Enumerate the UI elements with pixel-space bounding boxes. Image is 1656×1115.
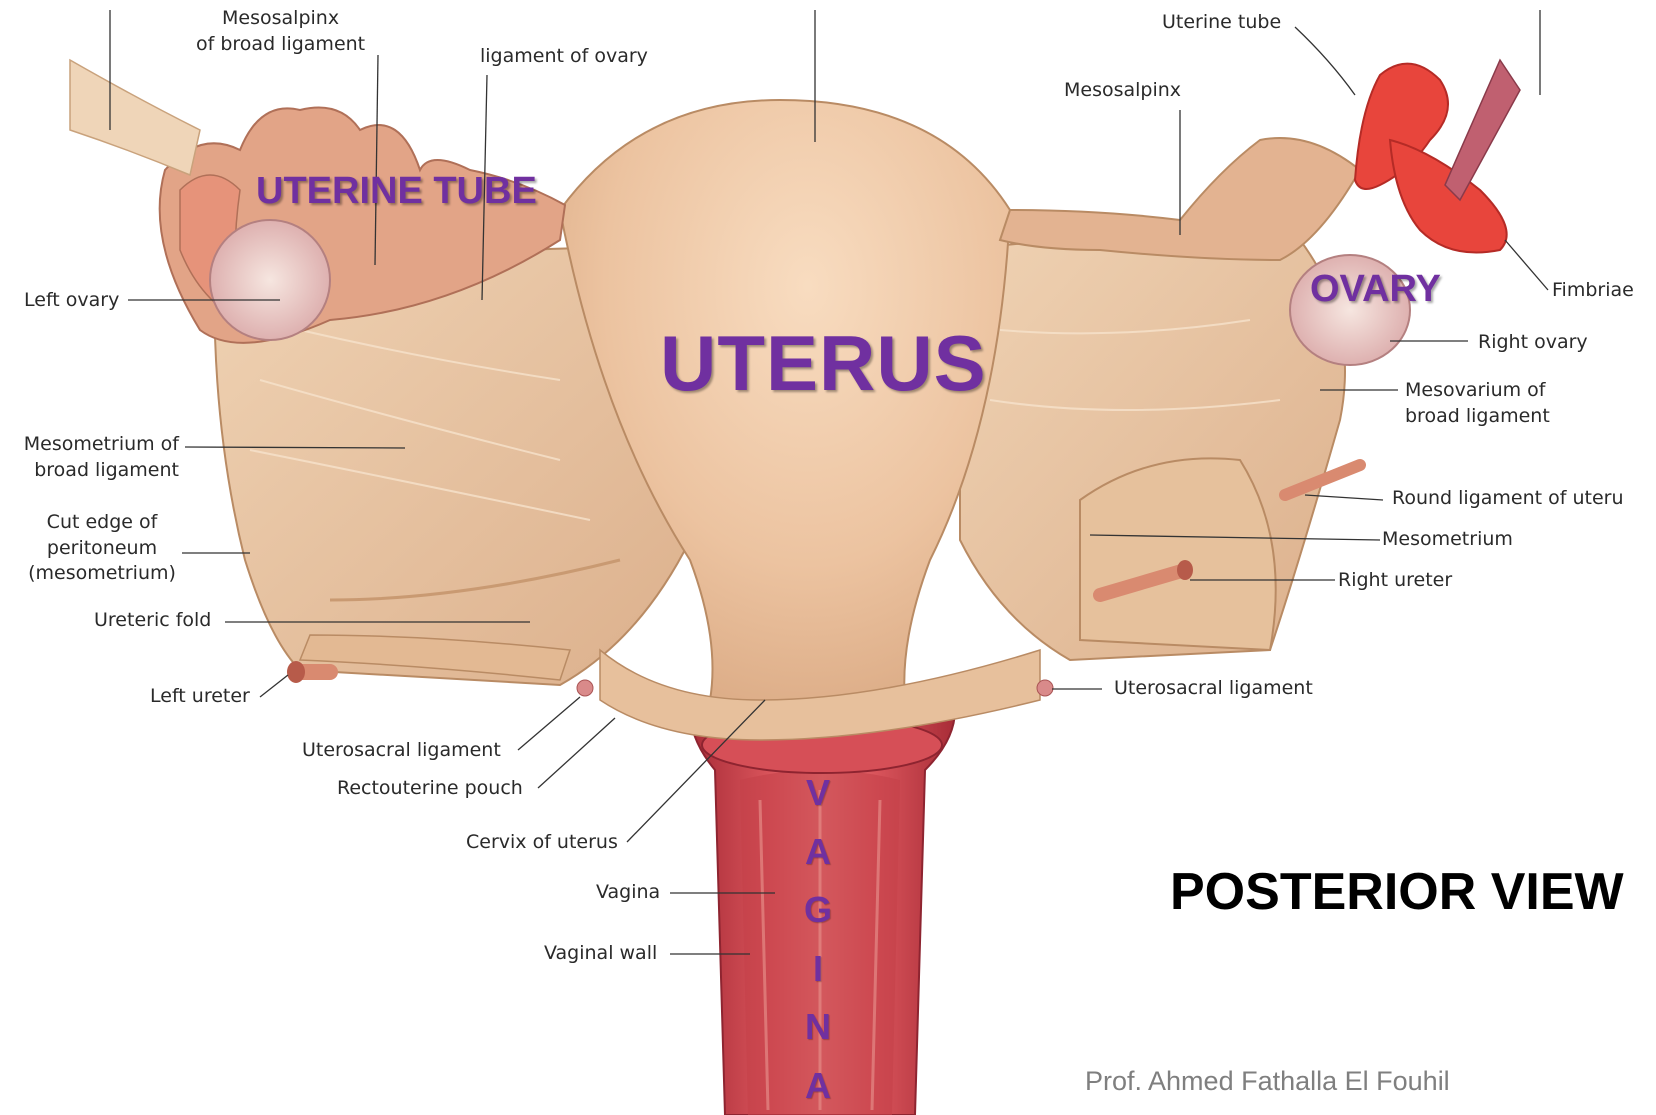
uterine-tube-title: UTERINE TUBE <box>256 170 537 213</box>
label-fimbriae: Fimbriae <box>1552 278 1634 304</box>
label-ligament-of-ovary: ligament of ovary <box>480 44 648 70</box>
uterus-body <box>560 100 1040 740</box>
uterus-title: UTERUS <box>660 318 987 409</box>
view-title: POSTERIOR VIEW <box>1170 862 1624 922</box>
vagina-letter: I <box>798 940 838 999</box>
label-round-ligament: Round ligament of uteru <box>1392 486 1624 512</box>
label-left-ureter: Left ureter <box>150 684 250 710</box>
label-mesosalpinx: Mesosalpinx <box>1064 78 1181 104</box>
label-vagina: Vagina <box>596 880 660 906</box>
label-mesometrium: Mesometrium <box>1382 527 1513 553</box>
vagina-letter: A <box>798 823 838 882</box>
ovary-title: OVARY <box>1310 268 1441 311</box>
label-uterine-tube: Uterine tube <box>1162 10 1281 36</box>
author-credit: Prof. Ahmed Fathalla El Fouhil <box>1085 1066 1450 1097</box>
vagina-letter: A <box>798 1057 838 1115</box>
label-right-ovary: Right ovary <box>1478 330 1588 356</box>
vagina-vertical-title: V A G I N A <box>798 764 838 1115</box>
label-right-ureter: Right ureter <box>1338 568 1452 594</box>
left-ovary <box>210 220 330 340</box>
vagina-letter: V <box>798 764 838 823</box>
label-cut-edge: Cut edge of peritoneum (mesometrium) <box>22 510 182 587</box>
label-mesometrium-broad: Mesometrium of broad ligament <box>14 432 179 483</box>
label-uterosacral-left: Uterosacral ligament <box>302 738 501 764</box>
label-mesovarium: Mesovarium of broad ligament <box>1405 378 1550 429</box>
vagina-letter: N <box>798 998 838 1057</box>
label-cervix: Cervix of uterus <box>466 830 618 856</box>
vagina-letter: G <box>798 881 838 940</box>
label-vaginal-wall: Vaginal wall <box>544 941 657 967</box>
label-uterosacral-right: Uterosacral ligament <box>1114 676 1313 702</box>
right-broad-ligament <box>960 237 1345 660</box>
label-mesosalpinx-broad: Mesosalpinx of broad ligament <box>196 6 365 57</box>
label-rectouterine-pouch: Rectouterine pouch <box>337 776 523 802</box>
label-ureteric-fold: Ureteric fold <box>94 608 211 634</box>
label-left-ovary: Left ovary <box>24 288 119 314</box>
